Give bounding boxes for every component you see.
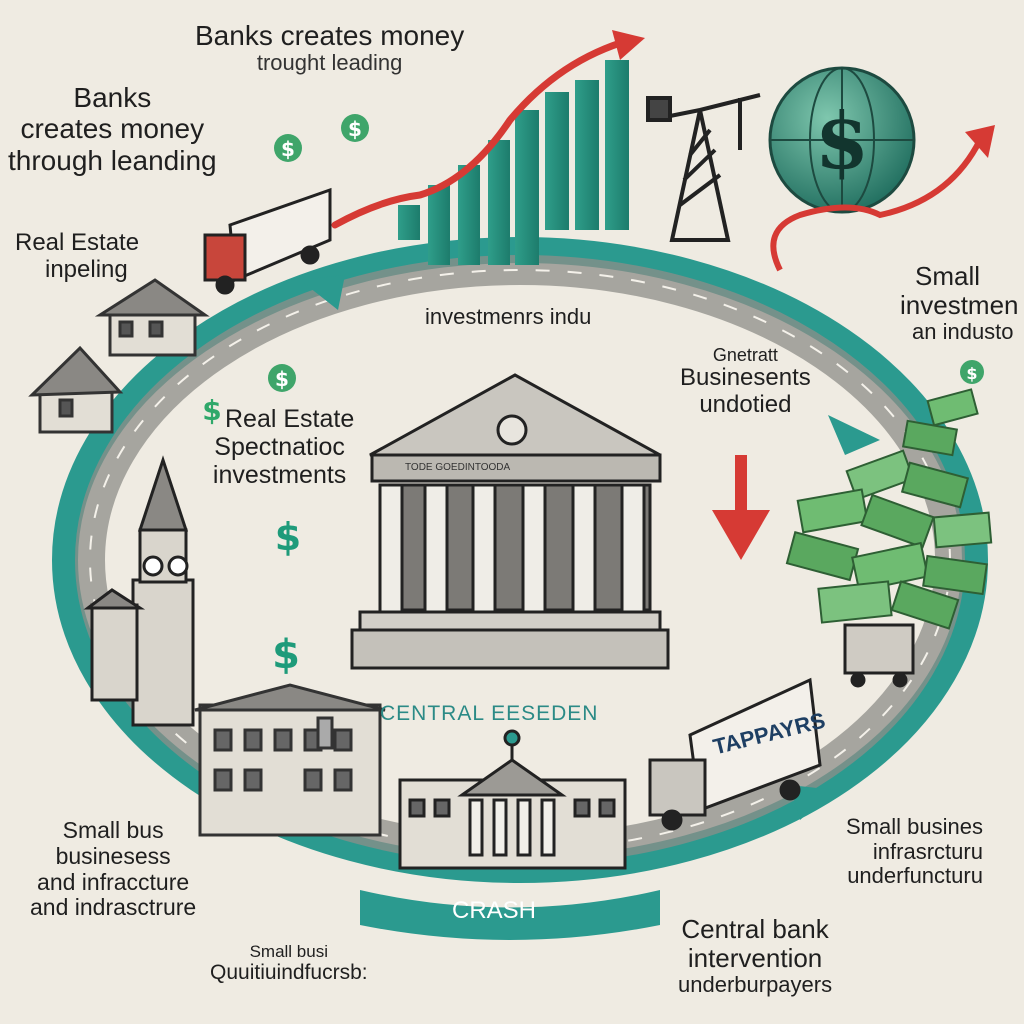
crash-banner xyxy=(360,890,660,940)
truck-bottom xyxy=(648,677,822,831)
trend-arrow-icon xyxy=(331,36,634,229)
small-investment-label: Small investmen an industo xyxy=(900,261,1019,345)
real-estate-left-label: Real Estate inpeling xyxy=(15,229,140,283)
banks-create-money-label: Banks creates money through leanding xyxy=(8,82,217,176)
real-estate-center-label: Real Estate Spectnatioc investments xyxy=(212,405,355,489)
trend-arrow-head xyxy=(612,30,645,60)
central-bank-intervention-label: Central bank intervention underburpayers xyxy=(678,914,833,998)
truck-icon xyxy=(203,187,332,295)
svg-text:$: $ xyxy=(275,515,301,559)
svg-text:$: $ xyxy=(348,117,362,141)
house-icon xyxy=(28,278,210,434)
crane-icon xyxy=(646,93,761,242)
globe-dollar-icon: $ xyxy=(768,66,916,214)
small-business-bottom-label: Small busi Quuitiuindfucrsb: xyxy=(210,942,368,985)
small-business-right-label: Small busines infrasrcturu underfuncturu xyxy=(846,814,983,889)
cycle-arrow-icon xyxy=(300,275,880,820)
top-title: Banks creates money trought leading xyxy=(195,20,465,76)
investments-label: investmenrs indu xyxy=(425,304,592,329)
svg-text:$: $ xyxy=(281,137,295,161)
money-stack-icon xyxy=(785,388,993,630)
growth-bars xyxy=(398,60,629,265)
svg-text:$: $ xyxy=(966,364,977,383)
clock-tower-icon xyxy=(83,455,195,727)
svg-text:$: $ xyxy=(815,96,869,187)
small-business-left-label: Small bus businesess and infraccture and… xyxy=(30,817,197,921)
svg-text:$: $ xyxy=(202,394,221,427)
crash-label: CRASH xyxy=(452,897,537,924)
bank-building-icon xyxy=(350,373,670,670)
central-label: CENTRAL EESEDEN xyxy=(380,702,599,725)
bank-sign: TODE GOEDINTOODA xyxy=(405,462,511,473)
svg-text:$: $ xyxy=(272,632,300,678)
red-curve-arrow xyxy=(770,138,983,272)
down-arrow-icon xyxy=(712,455,770,560)
businesses-label: Gnetratt Businesents undotied xyxy=(680,345,811,419)
cart-icon xyxy=(843,623,915,688)
svg-text:$: $ xyxy=(275,367,289,391)
bank-building-small xyxy=(398,729,627,870)
city-buildings xyxy=(194,683,386,837)
dollar-icon: $ $ $ $ $ $ $ xyxy=(202,114,984,678)
